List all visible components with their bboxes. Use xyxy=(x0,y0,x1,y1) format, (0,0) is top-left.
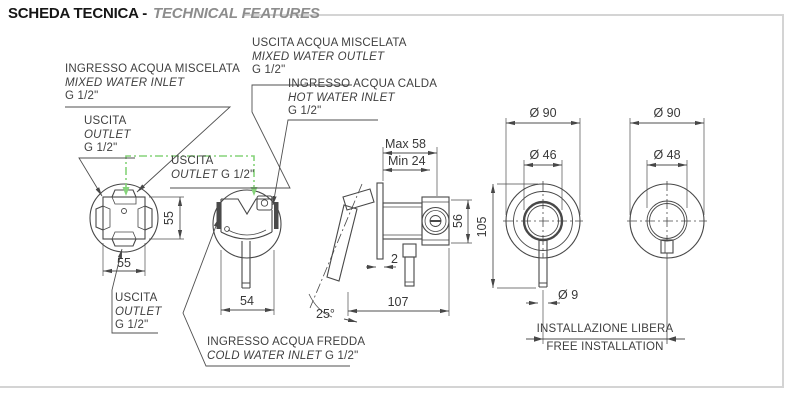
dimension-lines xyxy=(102,118,705,344)
dim-valve1-height: 55 xyxy=(162,211,176,225)
label-cold-water-inlet: INGRESSO ACQUA FREDDA COLD WATER INLET G… xyxy=(207,336,366,362)
dim-escutcheon1-diameter: Ø 90 xyxy=(529,106,557,120)
dim-total-depth: 107 xyxy=(387,295,409,309)
label-free-installation-en: FREE INSTALLATION xyxy=(546,341,664,353)
outlet-highlight-path xyxy=(122,155,258,196)
label-hot-water-inlet: INGRESSO ACQUA CALDA HOT WATER INLET G 1… xyxy=(288,78,438,117)
dim-valve1-width: 55 xyxy=(117,256,131,270)
dim-escutcheon2-diameter: Ø 90 xyxy=(653,106,681,120)
page-title-english: TECHNICAL FEATURES xyxy=(153,5,320,22)
dim-cartridge-height: 56 xyxy=(451,214,465,228)
dim-min-projection: Min 24 xyxy=(388,154,426,168)
label-mixed-water-inlet: INGRESSO ACQUA MISCELATA MIXED WATER INL… xyxy=(65,63,240,102)
frame-border xyxy=(0,14,784,388)
leader-lines xyxy=(65,84,378,367)
dim-sleeve2-diameter: Ø 48 xyxy=(653,148,681,162)
label-outlet-lower-left: USCITA OUTLET G 1/2" xyxy=(115,292,162,331)
dim-sleeve1-diameter: Ø 46 xyxy=(529,148,557,162)
dim-plate-thickness: 2 xyxy=(391,252,398,266)
escutcheon-trim-front-drawing xyxy=(627,181,707,344)
dim-overall-height: 105 xyxy=(475,216,489,238)
dim-valve2-width: 54 xyxy=(240,294,254,308)
dim-max-projection: Max 58 xyxy=(385,137,426,151)
mixer-side-view-drawing xyxy=(309,182,450,309)
page-title-italian: SCHEDA TECNICA - xyxy=(8,5,148,22)
dim-lever-rod-diameter: Ø 9 xyxy=(558,288,579,302)
label-mixed-water-outlet: USCITA ACQUA MISCELATA MIXED WATER OUTLE… xyxy=(252,37,407,76)
mixer-body-front-drawing xyxy=(212,189,282,289)
label-free-installation: INSTALLAZIONE LIBERA xyxy=(536,323,674,335)
valve-cross-section-drawing xyxy=(89,183,159,253)
label-outlet-highlighted: USCITA OUTLET G 1/2" xyxy=(171,155,255,181)
page-title: SCHEDA TECNICA - TECHNICAL FEATURES xyxy=(8,5,320,22)
escutcheon-lever-front-drawing xyxy=(503,181,583,288)
label-outlet-upper-left: USCITA OUTLET G 1/2" xyxy=(84,115,131,154)
dim-lever-angle: 25° xyxy=(316,307,335,321)
